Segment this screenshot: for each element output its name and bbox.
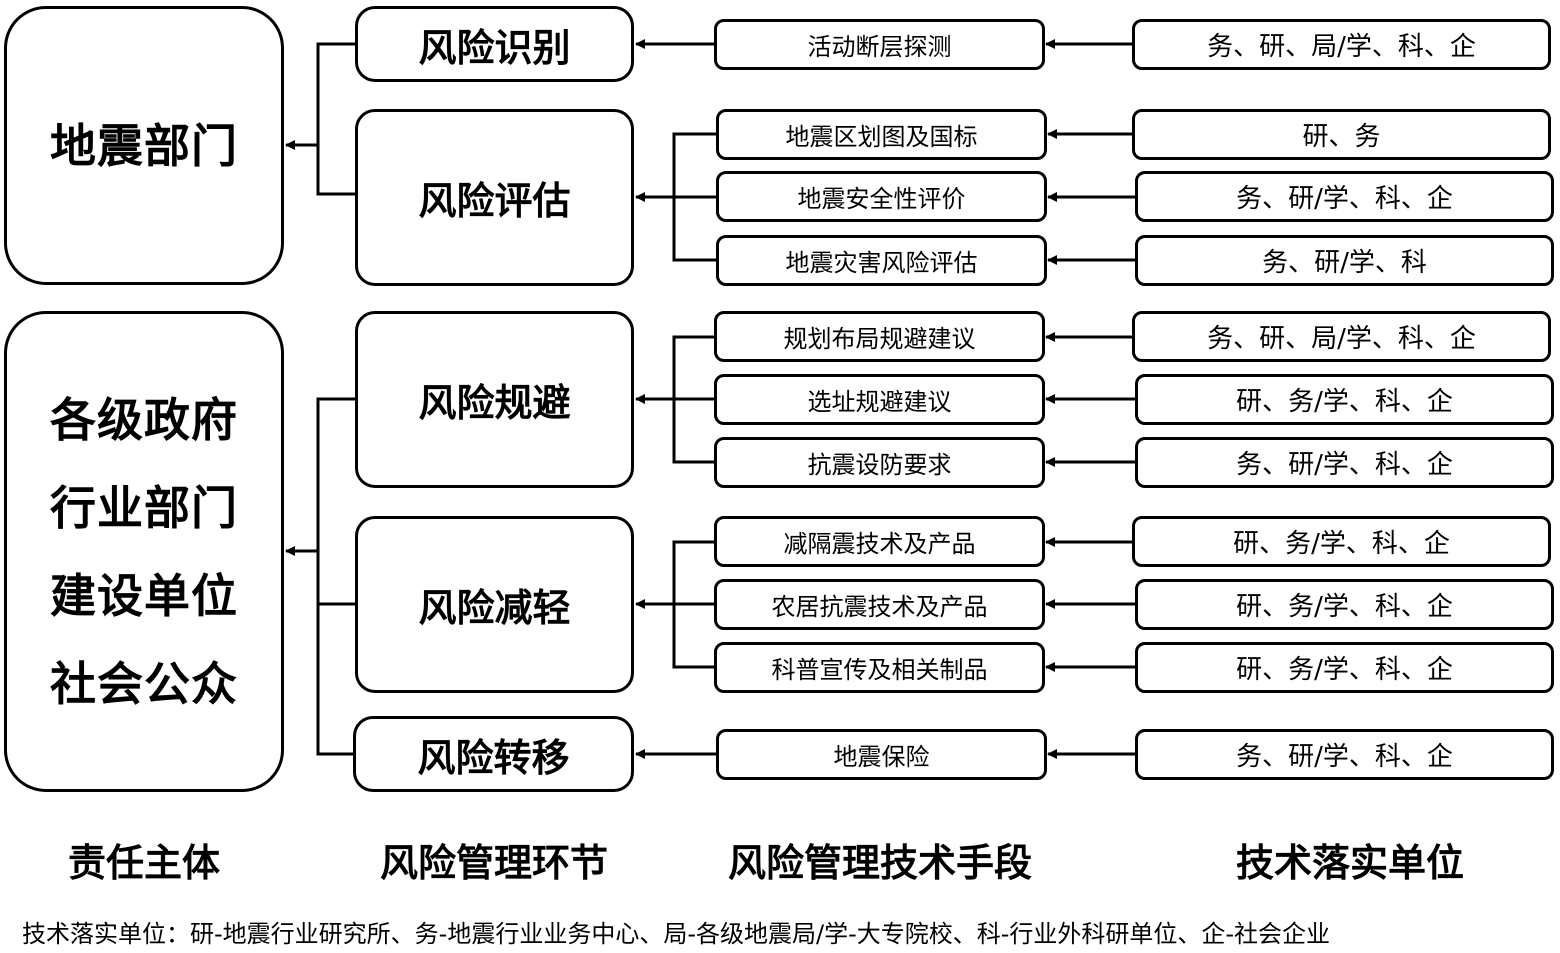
unit-box: 研、务/学、科、企 bbox=[1135, 642, 1554, 693]
entity-line: 建设单位 bbox=[50, 568, 238, 623]
unit-box: 研、务/学、科、企 bbox=[1135, 374, 1554, 425]
unit-box: 务、研/学、科、企 bbox=[1135, 729, 1554, 780]
bracket-seismic-dept bbox=[316, 42, 355, 196]
method-box: 农居抗震技术及产品 bbox=[714, 579, 1045, 630]
method-box: 活动断层探测 bbox=[714, 19, 1045, 70]
method-box: 地震灾害风险评估 bbox=[716, 235, 1047, 286]
stage-risk-mitigation: 风险减轻 bbox=[355, 516, 634, 693]
entity-government-public: 各级政府 行业部门 建设单位 社会公众 bbox=[4, 311, 284, 792]
entity-line: 社会公众 bbox=[50, 656, 238, 711]
entity-line: 地震部门 bbox=[50, 118, 238, 173]
unit-box: 研、务/学、科、企 bbox=[1135, 579, 1554, 630]
bracket-government bbox=[316, 397, 355, 756]
entity-line: 各级政府 bbox=[50, 392, 238, 447]
stage-risk-avoidance: 风险规避 bbox=[355, 311, 634, 488]
method-box: 科普宣传及相关制品 bbox=[714, 642, 1045, 693]
method-box: 地震保险 bbox=[716, 729, 1047, 780]
stage-risk-identification: 风险识别 bbox=[355, 6, 634, 82]
unit-box: 务、研/学、科、企 bbox=[1135, 437, 1554, 488]
stage-risk-transfer: 风险转移 bbox=[353, 716, 634, 792]
method-box: 地震区划图及国标 bbox=[716, 109, 1047, 160]
method-box: 规划布局规避建议 bbox=[714, 311, 1045, 362]
header-responsibility-entity: 责任主体 bbox=[67, 841, 220, 885]
header-technical-method: 风险管理技术手段 bbox=[727, 841, 1032, 885]
header-risk-stage: 风险管理环节 bbox=[379, 841, 608, 885]
unit-box: 研、务 bbox=[1132, 109, 1551, 160]
bracket-mitigation bbox=[672, 540, 715, 669]
unit-box: 务、研/学、科、企 bbox=[1135, 171, 1554, 222]
legend-note: 技术落实单位：研-地震行业研究所、务-地震行业业务中心、局-各级地震局/学-大专… bbox=[22, 920, 1331, 948]
entity-seismic-department: 地震部门 bbox=[4, 6, 284, 285]
bracket-avoidance bbox=[672, 335, 715, 464]
unit-box: 研、务/学、科、企 bbox=[1132, 516, 1551, 567]
method-box: 抗震设防要求 bbox=[714, 437, 1045, 488]
header-implementing-unit: 技术落实单位 bbox=[1235, 841, 1464, 885]
unit-box: 务、研/学、科 bbox=[1135, 235, 1554, 286]
method-box: 减隔震技术及产品 bbox=[714, 516, 1045, 567]
stage-risk-assessment: 风险评估 bbox=[355, 109, 634, 286]
method-box: 选址规避建议 bbox=[714, 374, 1045, 425]
entity-line: 行业部门 bbox=[50, 480, 238, 535]
bracket-assessment bbox=[672, 132, 716, 262]
unit-box: 务、研、局/学、科、企 bbox=[1132, 19, 1551, 70]
method-box: 地震安全性评价 bbox=[716, 171, 1047, 222]
unit-box: 务、研、局/学、科、企 bbox=[1132, 311, 1551, 362]
